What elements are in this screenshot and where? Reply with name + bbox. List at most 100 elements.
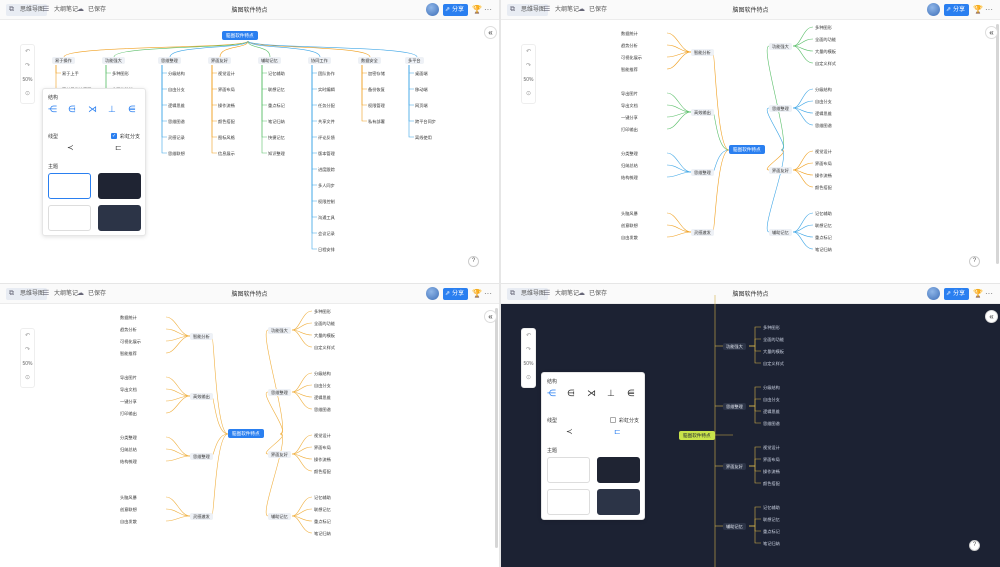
subtopic[interactable]: 分级结构	[763, 385, 780, 390]
subtopic[interactable]: 逻辑思维	[314, 395, 331, 400]
subtopic[interactable]: 笔记归纳	[314, 531, 331, 536]
branch-topic[interactable]: 智能分析	[190, 333, 213, 340]
fit-icon[interactable]: ⊙	[525, 91, 532, 97]
subtopic[interactable]: 沟通工具	[318, 215, 335, 220]
subtopic[interactable]: 数据统计	[621, 31, 638, 36]
branch-topic[interactable]: 协同工作	[308, 57, 331, 64]
subtopic[interactable]: 操作流畅	[218, 103, 235, 108]
branch-topic[interactable]: 易于操作	[52, 57, 75, 64]
branch-topic[interactable]: 辅助记忆	[723, 523, 746, 530]
structure-logic-icon[interactable]: ⋳	[68, 104, 76, 114]
color-branch-checkbox[interactable]	[610, 417, 616, 423]
subtopic[interactable]: 可视化展示	[621, 55, 642, 60]
tab-outline[interactable]: ☰大纲笔记	[43, 6, 79, 13]
subtopic[interactable]: 视觉设计	[218, 71, 235, 76]
theme-warm-thumb[interactable]	[547, 489, 590, 515]
subtopic[interactable]: 打印输出	[120, 411, 137, 416]
subtopic[interactable]: 界面布局	[815, 161, 832, 166]
subtopic[interactable]: 操作流畅	[314, 457, 331, 462]
help-icon[interactable]: ?	[468, 256, 479, 267]
structure-tree-icon[interactable]: ⋹	[128, 104, 136, 114]
subtopic[interactable]: 创意联想	[120, 507, 137, 512]
subtopic[interactable]: 大量的模板	[815, 49, 836, 54]
trophy-icon[interactable]: 🏆	[472, 289, 482, 298]
subtopic[interactable]: 头脑风暴	[120, 495, 137, 500]
help-icon[interactable]: ?	[969, 256, 980, 267]
subtopic[interactable]: 趋势分析	[120, 327, 137, 332]
subtopic[interactable]: 视觉设计	[314, 433, 331, 438]
branch-topic[interactable]: 功能强大	[769, 43, 792, 50]
branch-topic[interactable]: 界面友好	[769, 167, 792, 174]
subtopic[interactable]: 笔记归纳	[268, 119, 285, 124]
structure-fishbone-icon[interactable]: ⋊	[88, 104, 97, 114]
subtopic[interactable]: 跨平台同步	[415, 119, 436, 124]
subtopic[interactable]: 一键分享	[120, 399, 137, 404]
trophy-icon[interactable]: 🏆	[973, 289, 983, 298]
structure-mindmap-icon[interactable]: ⋲	[48, 104, 57, 114]
branch-topic[interactable]: 多平台	[405, 57, 424, 64]
subtopic[interactable]: 自由发散	[621, 235, 638, 240]
more-icon[interactable]: ···	[484, 5, 492, 14]
branch-topic[interactable]: 辅助记忆	[268, 513, 291, 520]
line-elbow-icon[interactable]: ⊏	[115, 143, 122, 152]
subtopic[interactable]: 逻辑思维	[168, 103, 185, 108]
vertical-scrollbar[interactable]	[996, 24, 999, 264]
branch-topic[interactable]: 思维整理	[158, 57, 181, 64]
theme-light-thumb[interactable]	[547, 457, 590, 483]
subtopic[interactable]: 颜色搭配	[815, 185, 832, 190]
subtopic[interactable]: 记忆辅助	[815, 211, 832, 216]
subtopic[interactable]: 逻辑思维	[763, 409, 780, 414]
subtopic[interactable]: 重点标记	[314, 519, 331, 524]
subtopic[interactable]: 趋势分析	[621, 43, 638, 48]
collapse-panel-icon[interactable]: «	[484, 26, 497, 39]
theme-dark-thumb[interactable]	[597, 457, 640, 483]
subtopic[interactable]: 头脑风暴	[621, 211, 638, 216]
subtopic[interactable]: 联想记忆	[763, 517, 780, 522]
subtopic[interactable]: 思维图谱	[314, 407, 331, 412]
subtopic[interactable]: 备份恢复	[368, 87, 385, 92]
subtopic[interactable]: 版本管理	[318, 151, 335, 156]
subtopic[interactable]: 导出文档	[621, 103, 638, 108]
subtopic[interactable]: 全面的功能	[763, 337, 784, 342]
subtopic[interactable]: 归纳总结	[621, 163, 638, 168]
subtopic[interactable]: 逻辑思维	[815, 111, 832, 116]
tab-outline[interactable]: ☰大纲笔记	[544, 290, 580, 297]
subtopic[interactable]: 进度跟踪	[318, 167, 335, 172]
fit-icon[interactable]: ⊙	[24, 91, 31, 97]
zoom-level[interactable]: 50%	[523, 361, 534, 367]
collapse-panel-icon[interactable]: «	[985, 26, 998, 39]
branch-topic[interactable]: 思维整理	[190, 453, 213, 460]
share-button[interactable]: ⇗分享	[944, 4, 969, 16]
root-topic[interactable]: 脑图软件特点	[729, 145, 765, 154]
subtopic[interactable]: 重点标记	[268, 103, 285, 108]
tab-outline[interactable]: ☰大纲笔记	[544, 6, 580, 13]
subtopic[interactable]: 团队协作	[318, 71, 335, 76]
zoom-level[interactable]: 50%	[22, 77, 33, 83]
subtopic[interactable]: 颜色搭配	[763, 481, 780, 486]
subtopic[interactable]: 会议记录	[318, 231, 335, 236]
share-button[interactable]: ⇗分享	[443, 288, 468, 300]
subtopic[interactable]: 加密存储	[368, 71, 385, 76]
share-button[interactable]: ⇗分享	[944, 288, 969, 300]
subtopic[interactable]: 界面布局	[314, 445, 331, 450]
subtopic[interactable]: 重点标记	[763, 529, 780, 534]
subtopic[interactable]: 权限控制	[318, 199, 335, 204]
tab-mindmap[interactable]: ⧉思维导图	[507, 288, 549, 300]
structure-org-icon[interactable]: ⊥	[108, 104, 116, 114]
subtopic[interactable]: 自由发散	[120, 519, 137, 524]
subtopic[interactable]: 笔记归纳	[815, 247, 832, 252]
subtopic[interactable]: 自定义样式	[763, 361, 784, 366]
line-elbow-icon[interactable]: ⊏	[614, 427, 621, 436]
structure-mindmap-icon[interactable]: ⋲	[547, 388, 556, 398]
fit-icon[interactable]: ⊙	[525, 375, 532, 381]
subtopic[interactable]: 私有部署	[368, 119, 385, 124]
branch-topic[interactable]: 灵感激发	[691, 229, 714, 236]
subtopic[interactable]: 信息展示	[218, 151, 235, 156]
subtopic[interactable]: 日程安排	[318, 247, 335, 252]
subtopic[interactable]: 全面的功能	[815, 37, 836, 42]
tab-outline[interactable]: ☰大纲笔记	[43, 290, 79, 297]
subtopic[interactable]: 分级结构	[314, 371, 331, 376]
more-icon[interactable]: ···	[985, 5, 993, 14]
subtopic[interactable]: 分级结构	[168, 71, 185, 76]
redo-icon[interactable]: ↷	[24, 63, 31, 69]
